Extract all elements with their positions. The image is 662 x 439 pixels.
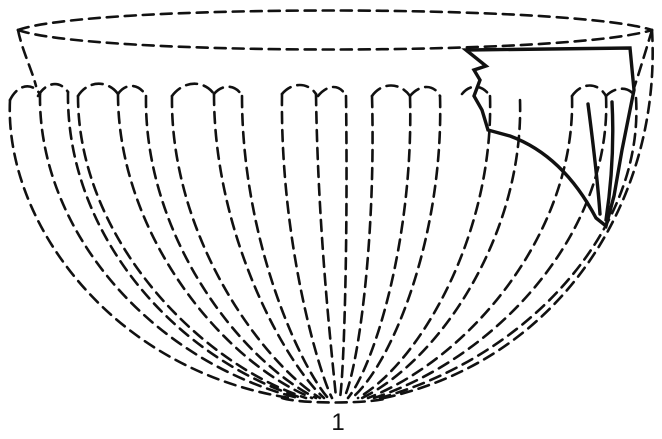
- fragment-inner-flute-2: [604, 100, 615, 222]
- flute-right-2: [346, 94, 412, 400]
- neck-left-side: [16, 28, 38, 88]
- flute-left-4: [76, 94, 308, 400]
- scallop-mid-1: [170, 82, 216, 98]
- flute-mid-1: [170, 94, 322, 400]
- flute-mid-2: [212, 92, 326, 400]
- scallop-left-1: [8, 85, 42, 102]
- scallop-right-5: [604, 87, 638, 100]
- flute-left-2: [38, 92, 300, 400]
- flute-left-outer: [8, 98, 292, 400]
- flute-right-8: [378, 96, 638, 400]
- flute-center-2: [314, 92, 338, 400]
- flute-mid-3: [240, 94, 330, 400]
- scallop-right-4: [570, 84, 608, 98]
- scallop-right-3: [460, 85, 492, 98]
- flute-center-1: [280, 92, 334, 400]
- scallop-right-1: [370, 84, 412, 98]
- scallop-left-4: [116, 84, 148, 98]
- neck-right-side: [632, 28, 654, 90]
- scallop-mid-2: [212, 85, 244, 98]
- scallop-left-2: [36, 82, 70, 98]
- rim-back-edge: [16, 9, 654, 32]
- flute-center-3: [338, 94, 348, 400]
- flute-right-4: [356, 94, 492, 400]
- flute-right-outer: [382, 28, 654, 400]
- body-flutes: [8, 28, 654, 400]
- flute-right-3: [350, 94, 442, 400]
- scallop-right-2: [408, 85, 442, 98]
- figure-number-label: 1: [331, 409, 345, 436]
- scallop-center-2: [316, 85, 348, 98]
- rim-outline: [16, 9, 654, 51]
- flute-right-5: [360, 98, 522, 400]
- flute-left-5: [116, 92, 314, 400]
- neck-band: [16, 28, 654, 90]
- preserved-fragment: [461, 46, 636, 229]
- rim-front-edge: [16, 28, 654, 51]
- flute-right-6: [366, 94, 574, 400]
- scallop-center-1: [280, 83, 318, 96]
- scallop-left-3: [76, 82, 120, 98]
- flute-right-1: [342, 94, 374, 400]
- flute-left-6: [144, 94, 318, 400]
- flute-right-7: [372, 94, 608, 400]
- fragment-inner-flute-1: [586, 102, 602, 216]
- fragment-outline: [461, 46, 636, 229]
- flute-left-3: [66, 90, 304, 400]
- base-curve: [280, 396, 390, 404]
- shoulder-scallops: [8, 82, 638, 102]
